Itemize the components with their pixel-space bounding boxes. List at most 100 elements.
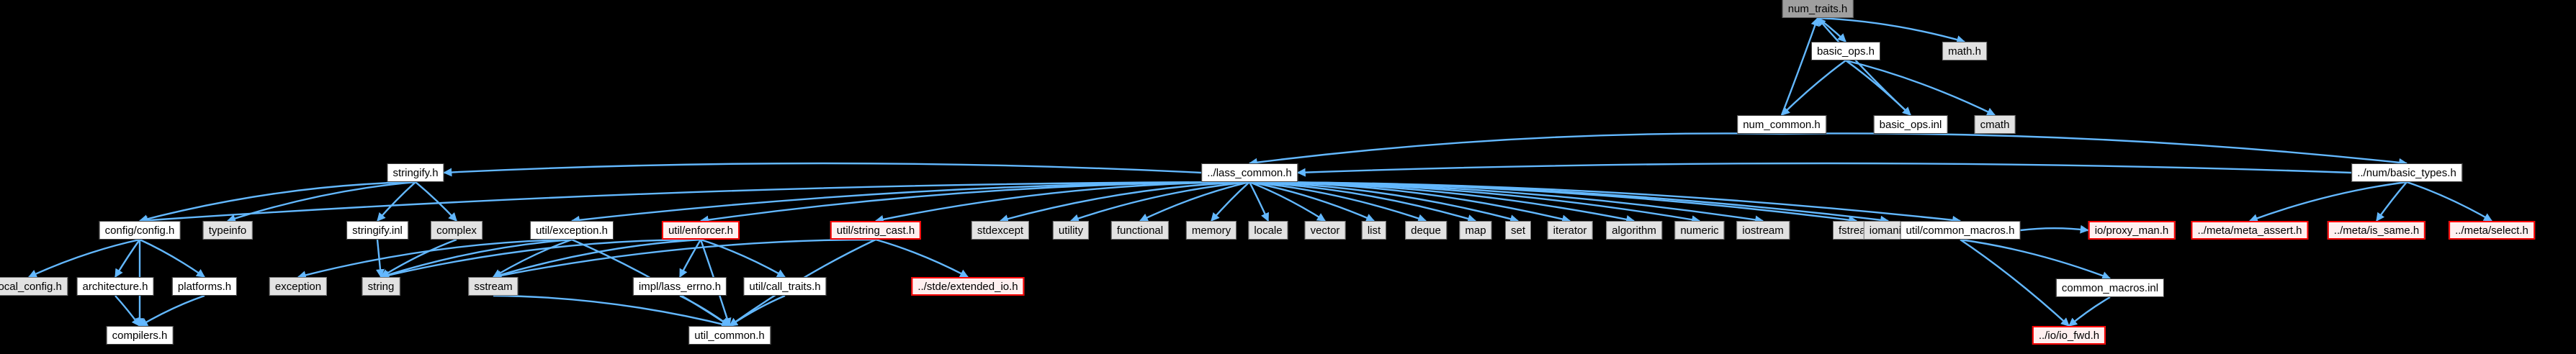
edge-stringify_h-to-config_config [138, 181, 416, 224]
graph-node-impl_lass_errno[interactable]: impl/lass_errno.h [632, 277, 727, 296]
edge-num_traits-to-math_h [1817, 17, 1966, 44]
edge-util_enforcer-to-impl_lass_errno [678, 239, 702, 278]
graph-node-basic_ops_h[interactable]: basic_ops.h [1810, 42, 1881, 60]
edge-lass_common-to-fstream [1249, 181, 1858, 224]
edge-num_basic_types-to-is_same [2376, 181, 2407, 222]
graph-node-num_common[interactable]: num_common.h [1737, 115, 1826, 134]
edge-num_traits-to-basic_ops_h [1817, 17, 1846, 42]
edge-util_call_traits-to-util_common [729, 294, 786, 327]
graph-node-iostream[interactable]: iostream [1736, 221, 1790, 240]
graph-node-util_enforcer[interactable]: util/enforcer.h [661, 221, 740, 240]
edge-basic_ops_h-to-num_common [1781, 60, 1846, 116]
graph-node-string[interactable]: string [362, 277, 400, 296]
edge-lass_common-to-map [1249, 181, 1477, 223]
graph-node-meta_assert[interactable]: ../meta/meta_assert.h [2191, 221, 2309, 240]
graph-node-sstream[interactable]: sstream [468, 277, 519, 296]
graph-node-algorithm[interactable]: algorithm [1606, 221, 1662, 240]
edge-config_config-to-local_config [27, 238, 140, 278]
graph-node-functional[interactable]: functional [1110, 221, 1170, 240]
edge-util_enforcer-to-util_call_traits [700, 238, 786, 278]
edge-num_common-to-lass_common [1248, 132, 1782, 167]
edge-lass_common-to-set [1249, 181, 1520, 224]
graph-node-util_common_macros[interactable]: util/common_macros.h [1900, 221, 2021, 240]
graph-node-map[interactable]: map [1459, 221, 1492, 240]
graph-node-vector[interactable]: vector [1304, 221, 1346, 240]
edge-lass_common-to-algorithm [1249, 181, 1635, 224]
edge-lass_common-to-iterator [1249, 181, 1571, 224]
graph-node-list[interactable]: list [1361, 221, 1387, 240]
edge-stringify_inl-to-string [376, 239, 385, 278]
edge-util_common_macros-to-io_proxy_man [2020, 224, 2089, 234]
graph-node-meta_select[interactable]: ../meta/select.h [2449, 221, 2535, 240]
graph-node-memory[interactable]: memory [1185, 221, 1237, 240]
edge-basic_ops_inl-to-num_traits [1817, 17, 1911, 116]
edge-util_enforcer-to-sstream [492, 238, 701, 279]
edge-config_config-to-platforms [139, 238, 205, 278]
graph-node-architecture[interactable]: architecture.h [76, 277, 154, 296]
edge-impl_lass_errno-to-util_common [679, 294, 730, 327]
graph-node-common_macros_inl[interactable]: common_macros.inl [2055, 278, 2165, 297]
edge-lass_common-to-stringify_h [443, 162, 1202, 177]
graph-node-basic_ops_inl[interactable]: basic_ops.inl [1873, 115, 1948, 134]
edge-basic_ops_h-to-basic_ops_inl [1845, 60, 1911, 116]
edge-num_basic_types-to-meta_assert [2248, 181, 2407, 222]
edge-lass_common-to-numeric [1249, 181, 1701, 224]
graph-node-utility[interactable]: utility [1052, 221, 1090, 240]
graph-node-util_common[interactable]: util_common.h [688, 326, 771, 345]
edge-basic_ops_h-to-cmath [1845, 59, 1996, 117]
graph-node-lass_common[interactable]: ../lass_common.h [1201, 163, 1298, 182]
graph-node-platforms[interactable]: platforms.h [171, 277, 238, 296]
graph-node-math_h[interactable]: math.h [1942, 42, 1987, 60]
graph-node-locale[interactable]: locale [1248, 221, 1288, 240]
edge-lass_common-to-vector [1249, 181, 1327, 222]
graph-node-util_exception[interactable]: util/exception.h [529, 221, 614, 240]
edge-complex-to-string [380, 238, 457, 278]
graph-node-io_io_fwd[interactable]: ../io/io_fwd.h [2032, 326, 2106, 345]
edge-util_exception-to-sstream [492, 238, 573, 278]
edge-util_common_macros-to-io_io_fwd [1960, 239, 2070, 327]
edge-common_macros_inl-to-io_io_fwd [2068, 296, 2111, 327]
graph-node-typeinfo[interactable]: typeinfo [202, 221, 253, 240]
graph-node-util_call_traits[interactable]: util/call_traits.h [743, 277, 827, 296]
graph-node-num_basic_types[interactable]: ../num/basic_types.h [2351, 163, 2462, 182]
graph-node-stringify_inl[interactable]: stringify.inl [346, 221, 408, 240]
graph-node-compilers[interactable]: compilers.h [106, 326, 174, 345]
graph-node-deque[interactable]: deque [1405, 221, 1447, 240]
graph-node-util_string_cast[interactable]: util/string_cast.h [830, 221, 922, 240]
edge-config_config-to-architecture [114, 239, 140, 278]
edge-lass_common-to-iostream [1249, 181, 1764, 224]
edge-lass_common-to-config_config [138, 181, 1250, 225]
graph-node-exception[interactable]: exception [269, 277, 328, 296]
graph-node-stde_extended_io[interactable]: ../stde/extended_io.h [911, 277, 1025, 296]
edge-lass_common-to-locale [1248, 181, 1270, 222]
edge-lass_common-to-util_string_cast [874, 181, 1250, 224]
edge-util_string_cast-to-sstream [492, 238, 876, 280]
graph-node-config_config[interactable]: config/config.h [99, 221, 181, 240]
graph-node-num_traits[interactable]: num_traits.h [1782, 0, 1854, 18]
edge-lass_common-to-util_enforcer [699, 181, 1250, 224]
edge-stringify_h-to-stringify_inl [377, 181, 416, 222]
edge-lass_common-to-stdexcept [999, 181, 1250, 223]
graph-node-is_same[interactable]: ../meta/is_same.h [2327, 221, 2426, 240]
graph-node-stdexcept[interactable]: stdexcept [971, 221, 1030, 240]
graph-node-stringify_h[interactable]: stringify.h [387, 163, 444, 182]
edge-lass_common-to-utility [1069, 181, 1250, 223]
edge-num_basic_types-to-meta_select [2406, 181, 2493, 222]
edge-util_enforcer-to-string [380, 238, 701, 280]
graph-node-complex[interactable]: complex [431, 221, 483, 240]
graph-node-io_proxy_man[interactable]: io/proxy_man.h [2088, 221, 2176, 240]
edge-num_basic_types-to-lass_common [1296, 162, 2352, 177]
edge-lass_common-to-util_exception [570, 181, 1250, 224]
graph-node-iterator[interactable]: iterator [1547, 221, 1593, 240]
edge-num_common-to-num_traits [1780, 17, 1820, 116]
edge-util_exception-to-exception [297, 238, 573, 280]
edge-stringify_h-to-typeinfo [226, 181, 416, 223]
graph-node-set[interactable]: set [1504, 221, 1532, 240]
graph-node-local_config[interactable]: local_config.h [0, 277, 68, 296]
graph-node-numeric[interactable]: numeric [1674, 221, 1725, 240]
edge-lass_common-to-iomanip [1249, 181, 1890, 224]
edge-platforms-to-compilers [138, 294, 205, 327]
graph-node-cmath[interactable]: cmath [1974, 115, 2016, 134]
edge-lass_common-to-functional [1139, 181, 1250, 222]
